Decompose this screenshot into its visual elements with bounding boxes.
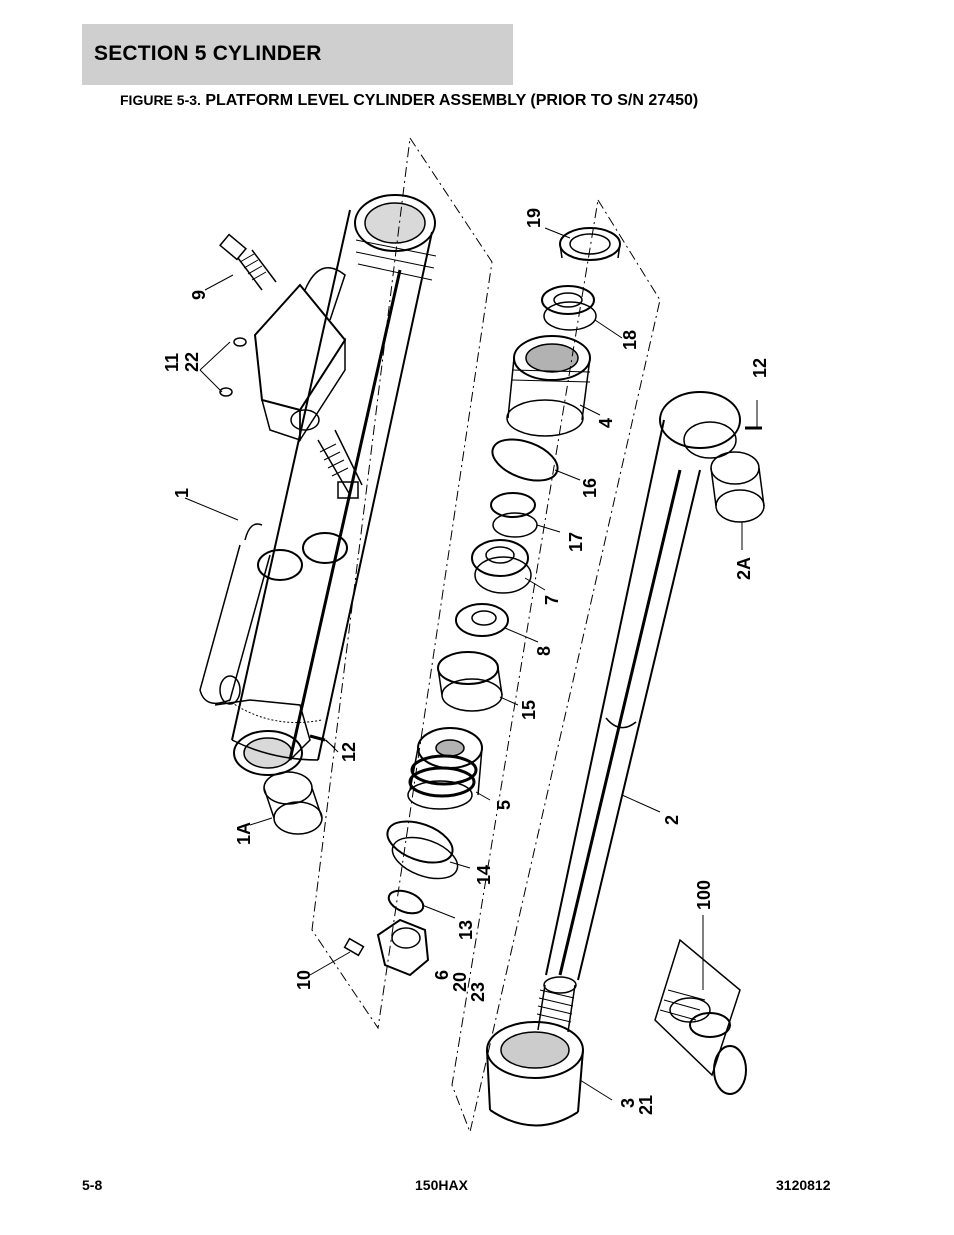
valve-block <box>253 266 347 443</box>
assembly-plane-center <box>451 199 661 1134</box>
callout-4: 4 <box>596 418 616 428</box>
footer-doc-number: 3120812 <box>776 1177 831 1193</box>
leader-lines <box>184 227 758 1101</box>
piston <box>407 727 483 810</box>
figure-title: FIGURE 5-3. PLATFORM LEVEL CYLINDER ASSE… <box>120 92 698 110</box>
callout-6: 6 <box>432 970 452 980</box>
callout-11: 11 <box>162 353 182 372</box>
footer-model: 150HAX <box>415 1177 468 1193</box>
backup-ring <box>490 492 538 538</box>
callout-1a: 1A <box>234 822 254 845</box>
callout-7: 7 <box>542 595 562 605</box>
callout-21: 21 <box>636 1095 656 1115</box>
wear-ring <box>386 820 459 880</box>
callout-15: 15 <box>519 700 539 720</box>
figure-caption: PLATFORM LEVEL CYLINDER ASSEMBLY (PRIOR … <box>205 92 699 109</box>
callout-19: 19 <box>524 208 544 228</box>
cartridge-valve-lower <box>317 429 363 499</box>
callout-10: 10 <box>294 970 314 990</box>
callout-100: 100 <box>694 880 714 910</box>
bushing-2a <box>710 451 765 523</box>
section-title: SECTION 5 CYLINDER <box>94 42 322 65</box>
callout-12-left: 12 <box>339 742 359 762</box>
cylinder-barrel <box>199 194 437 776</box>
o-ring-large <box>491 438 559 482</box>
locknut <box>376 918 430 977</box>
footer-page-number: 5-8 <box>82 1177 103 1193</box>
callout-16: 16 <box>580 478 600 498</box>
cylinder-head <box>506 335 591 437</box>
bushing-1a <box>263 771 323 835</box>
callout-14: 14 <box>474 865 494 885</box>
callouts: 9 11 22 1 12 1A 10 6 20 23 13 14 5 15 8 … <box>162 208 770 1115</box>
callout-23: 23 <box>468 982 488 1002</box>
callout-9: 9 <box>189 290 209 300</box>
o-ring <box>387 889 425 915</box>
gland-nut <box>486 1021 584 1127</box>
ring <box>471 539 532 594</box>
callout-2: 2 <box>662 815 682 825</box>
callout-2a: 2A <box>734 557 754 580</box>
callout-1: 1 <box>172 488 192 498</box>
cylinder-rod <box>536 391 741 1033</box>
cartridge-valve-upper <box>219 233 277 291</box>
callout-12-right: 12 <box>750 358 770 378</box>
section-header: SECTION 5 CYLINDER <box>82 24 513 85</box>
callout-13: 13 <box>456 920 476 940</box>
rod-seal <box>559 227 621 261</box>
callout-3: 3 <box>618 1098 638 1108</box>
callout-5: 5 <box>494 800 514 810</box>
callout-20: 20 <box>450 972 470 992</box>
figure-label: FIGURE 5-3. <box>120 92 201 108</box>
callout-18: 18 <box>620 330 640 350</box>
assembly-plane-left <box>311 137 493 1030</box>
wiper <box>541 285 597 331</box>
spacer <box>455 603 509 637</box>
callout-8: 8 <box>534 646 554 656</box>
seal-kit <box>654 938 747 1095</box>
callout-17: 17 <box>566 532 586 552</box>
seal <box>437 651 503 712</box>
callout-22: 22 <box>182 352 202 372</box>
